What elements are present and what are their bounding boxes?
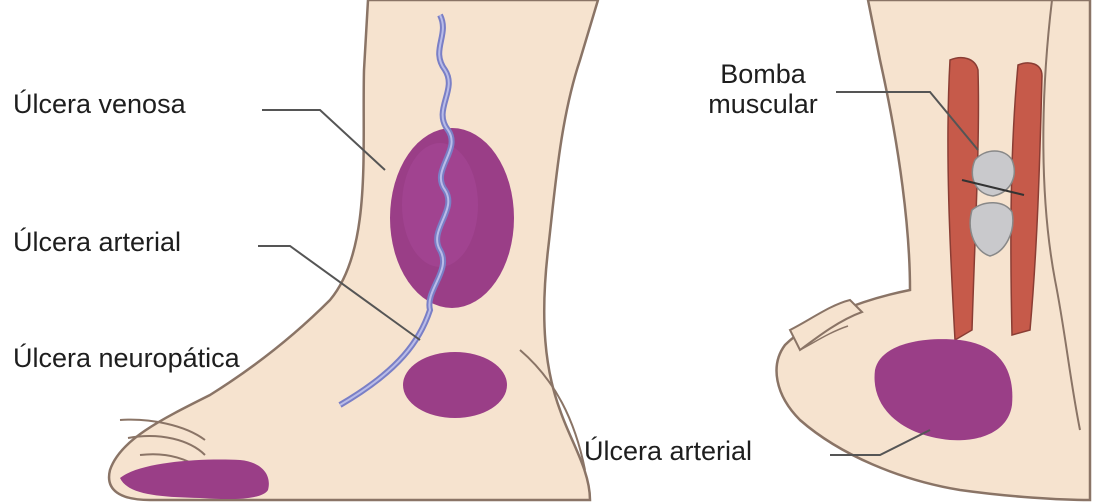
label-venous-ulcer: Úlcera venosa — [13, 90, 186, 120]
label-muscle-pump-line2: muscular — [683, 90, 843, 120]
label-arterial-ulcer-left: Úlcera arterial — [13, 228, 181, 258]
ankle-ulcer-shape — [403, 352, 507, 418]
left-leg-outline — [109, 0, 598, 500]
label-muscle-pump: Bomba muscular — [683, 60, 843, 119]
label-muscle-pump-line1: Bomba — [683, 60, 843, 90]
label-arterial-ulcer-right: Úlcera arterial — [584, 437, 752, 467]
left-foot-illustration — [109, 0, 598, 500]
label-neuropathic-ulcer: Úlcera neuropática — [13, 344, 240, 374]
